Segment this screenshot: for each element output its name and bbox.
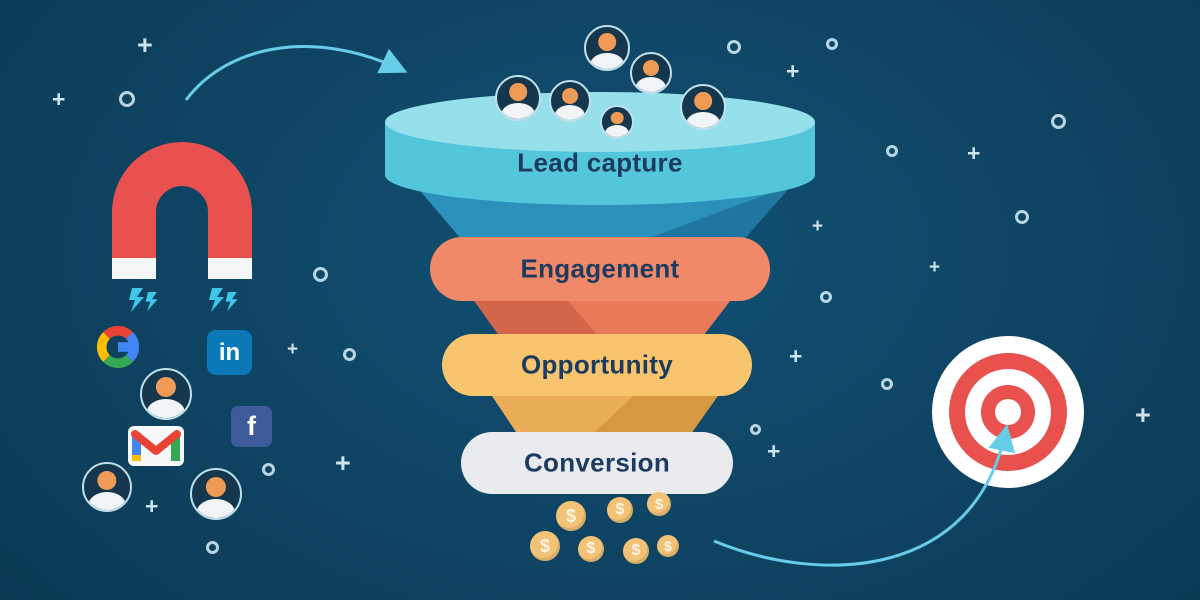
circle-decoration bbox=[886, 145, 898, 157]
funnel-level-conversion bbox=[461, 432, 733, 494]
magnet-body bbox=[112, 142, 252, 258]
facebook-label: f bbox=[247, 411, 256, 441]
avatar-icon bbox=[630, 52, 672, 94]
plus-decoration: + bbox=[929, 257, 941, 278]
coin-symbol: $ bbox=[539, 535, 550, 556]
curved-arrow-right-icon bbox=[713, 424, 1015, 567]
coin-symbol: $ bbox=[565, 505, 576, 526]
circle-decoration bbox=[262, 463, 275, 476]
coin-symbol: $ bbox=[654, 495, 664, 513]
funnel-level-opportunity bbox=[442, 334, 752, 396]
funnel-label-opportunity: Opportunity bbox=[520, 349, 674, 380]
circle-decoration bbox=[119, 91, 135, 107]
plus-decoration: + bbox=[335, 448, 351, 478]
funnel-label-lead-capture: Lead capture bbox=[517, 147, 683, 178]
avatar-icon bbox=[190, 468, 242, 520]
google-icon bbox=[95, 324, 141, 370]
coin-symbol: $ bbox=[615, 501, 625, 518]
avatar-icon bbox=[680, 84, 726, 130]
circle-decoration bbox=[1015, 210, 1029, 224]
funnel-ribbon-3-fold bbox=[588, 390, 722, 438]
target-icon bbox=[932, 336, 1084, 488]
curved-arrow-left-icon bbox=[184, 45, 408, 101]
coin-icon: $ bbox=[647, 492, 671, 516]
magnet-tip-left bbox=[112, 258, 156, 279]
plus-decoration: + bbox=[967, 140, 981, 166]
funnel-label-engagement: Engagement bbox=[520, 253, 680, 284]
magnet-icon bbox=[112, 142, 252, 279]
circle-decoration bbox=[826, 38, 838, 50]
coin-icon: $ bbox=[657, 535, 679, 557]
gmail-icon bbox=[127, 424, 185, 468]
lightning-icon bbox=[145, 292, 158, 312]
lightning-icon bbox=[209, 288, 224, 312]
plus-decoration: + bbox=[137, 30, 153, 60]
avatar-icon bbox=[549, 80, 591, 122]
coin-icon: $ bbox=[607, 497, 633, 523]
funnel-ribbon-2-fold bbox=[468, 292, 605, 344]
facebook-icon: f bbox=[231, 406, 272, 447]
gmail-icon-art bbox=[128, 426, 184, 466]
plus-decoration: + bbox=[52, 86, 66, 112]
coin-icon: $ bbox=[623, 538, 649, 564]
coin-icon: $ bbox=[556, 501, 586, 531]
plus-decoration: + bbox=[786, 58, 800, 84]
funnel-level-engagement bbox=[430, 237, 770, 301]
lightning-icons bbox=[129, 288, 238, 312]
circle-decoration bbox=[727, 40, 741, 54]
plus-decoration: + bbox=[287, 339, 299, 360]
coin-symbol: $ bbox=[631, 542, 641, 559]
plus-decoration: + bbox=[145, 493, 159, 519]
avatar-icon bbox=[600, 105, 634, 139]
circle-decoration bbox=[206, 541, 219, 554]
plus-decoration: + bbox=[812, 216, 824, 237]
avatar-icon bbox=[140, 368, 192, 420]
plus-decoration: + bbox=[1135, 400, 1151, 430]
circle-decoration bbox=[750, 424, 761, 435]
lightning-icon bbox=[225, 292, 238, 312]
google-icon-art bbox=[96, 325, 140, 369]
circle-decoration bbox=[1051, 114, 1066, 129]
avatar-icon bbox=[82, 462, 132, 512]
circle-decoration bbox=[313, 267, 328, 282]
circle-decoration bbox=[820, 291, 832, 303]
coin-icon: $ bbox=[530, 531, 560, 561]
coin-symbol: $ bbox=[664, 538, 672, 554]
plus-decoration: + bbox=[767, 438, 781, 464]
funnel-label-conversion: Conversion bbox=[523, 447, 671, 478]
lightning-icon bbox=[129, 288, 144, 312]
plus-decoration: + bbox=[789, 343, 803, 369]
circle-decoration bbox=[343, 348, 356, 361]
circle-decoration bbox=[881, 378, 893, 390]
coin-icon: $ bbox=[578, 536, 604, 562]
magnet-tip-right bbox=[208, 258, 252, 279]
avatar-icon bbox=[584, 25, 630, 71]
linkedin-label: in bbox=[218, 338, 241, 366]
coin-symbol: $ bbox=[586, 540, 596, 557]
target-center bbox=[995, 399, 1021, 425]
avatar-icon bbox=[495, 75, 541, 121]
linkedin-icon: in bbox=[207, 330, 252, 375]
funnel-ribbon-1-fold bbox=[625, 185, 792, 247]
